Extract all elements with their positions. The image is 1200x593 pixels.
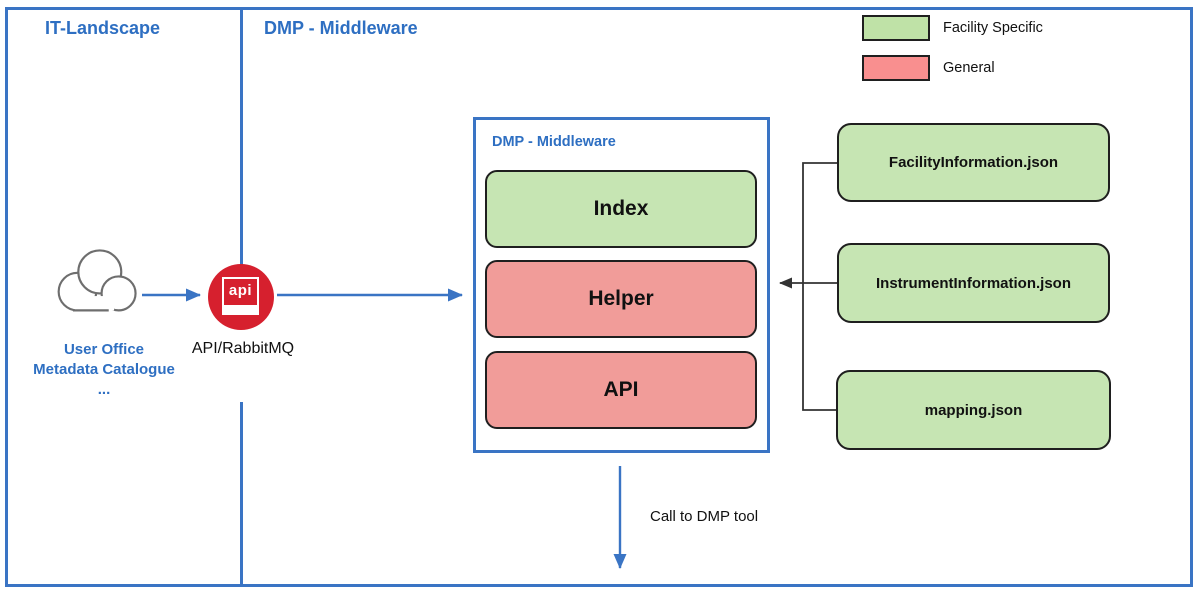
section-title-it-landscape: IT-Landscape	[45, 18, 161, 38]
api-icon: api	[222, 277, 259, 315]
api-rabbitmq-label: API/RabbitMQ	[191, 340, 295, 357]
user-office-label-line3: ...	[97, 381, 111, 398]
cloud-icon	[57, 249, 137, 312]
file-facility-information: FacilityInformation.json	[837, 123, 1110, 202]
user-office-label-line1: User Office	[63, 341, 145, 358]
user-office-label-line2: Metadata Catalogue	[33, 361, 175, 378]
legend-label: General	[943, 60, 995, 76]
component-index: Index	[485, 170, 757, 248]
legend-label: Facility Specific	[943, 20, 1043, 36]
legend-item-general: General	[862, 55, 995, 81]
dmp-middleware-box-title: DMP - Middleware	[492, 134, 616, 150]
column-divider-bottom	[240, 402, 243, 587]
file-mapping: mapping.json	[836, 370, 1111, 450]
component-helper: Helper	[485, 260, 757, 338]
file-instrument-information: InstrumentInformation.json	[837, 243, 1110, 323]
column-divider-top	[240, 10, 243, 265]
legend-item-facility-specific: Facility Specific	[862, 15, 1043, 41]
section-title-dmp-middleware: DMP - Middleware	[264, 18, 418, 38]
api-icon-bar	[224, 305, 257, 313]
api-rabbitmq-icon: api	[208, 264, 274, 330]
user-office-cloud-node	[52, 246, 144, 327]
call-to-dmp-tool-label: Call to DMP tool	[650, 508, 759, 525]
user-office-label: User Office Metadata Catalogue ...	[14, 340, 194, 400]
component-api: API	[485, 351, 757, 429]
dmp-middleware-box: DMP - Middleware Index Helper API	[473, 117, 770, 453]
api-icon-text: api	[228, 282, 253, 299]
legend-swatch-general-red	[862, 55, 930, 81]
legend-swatch-facility-green	[862, 15, 930, 41]
